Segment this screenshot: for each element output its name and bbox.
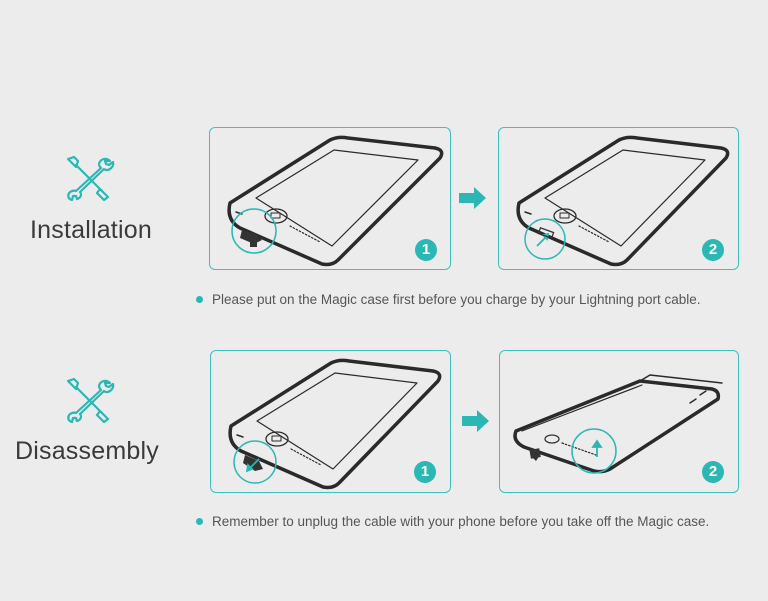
tools-icon xyxy=(66,377,115,423)
phone-in-case-illustration xyxy=(227,135,444,267)
phone-in-case-illustration xyxy=(516,135,730,267)
phone-removed-from-case-illustration xyxy=(513,374,723,474)
installation-title: Installation xyxy=(30,216,152,244)
step-badge: 2 xyxy=(702,461,724,483)
step-badge: 2 xyxy=(702,239,724,261)
bullet-dot-icon xyxy=(196,517,203,525)
step-badge: 1 xyxy=(415,239,437,261)
disassembly-title: Disassembly xyxy=(15,437,159,465)
installation-step-2-panel: 2 xyxy=(498,127,739,270)
step-badge: 1 xyxy=(414,461,436,483)
installation-note: Please put on the Magic case first befor… xyxy=(196,292,701,307)
disassembly-step-1-panel: 1 xyxy=(210,350,451,493)
disassembly-step-2-panel: 2 xyxy=(499,350,739,493)
installation-step-1-panel: 1 xyxy=(209,127,451,270)
phone-in-case-illustration xyxy=(228,358,442,490)
disassembly-note: Remember to unplug the cable with your p… xyxy=(196,514,709,529)
arrow-right-icon xyxy=(459,187,486,209)
tools-icon xyxy=(66,155,115,201)
disassembly-note-text: Remember to unplug the cable with your p… xyxy=(212,514,710,529)
installation-note-text: Please put on the Magic case first befor… xyxy=(212,292,701,307)
bullet-dot-icon xyxy=(196,295,203,303)
arrow-right-icon xyxy=(462,410,489,432)
